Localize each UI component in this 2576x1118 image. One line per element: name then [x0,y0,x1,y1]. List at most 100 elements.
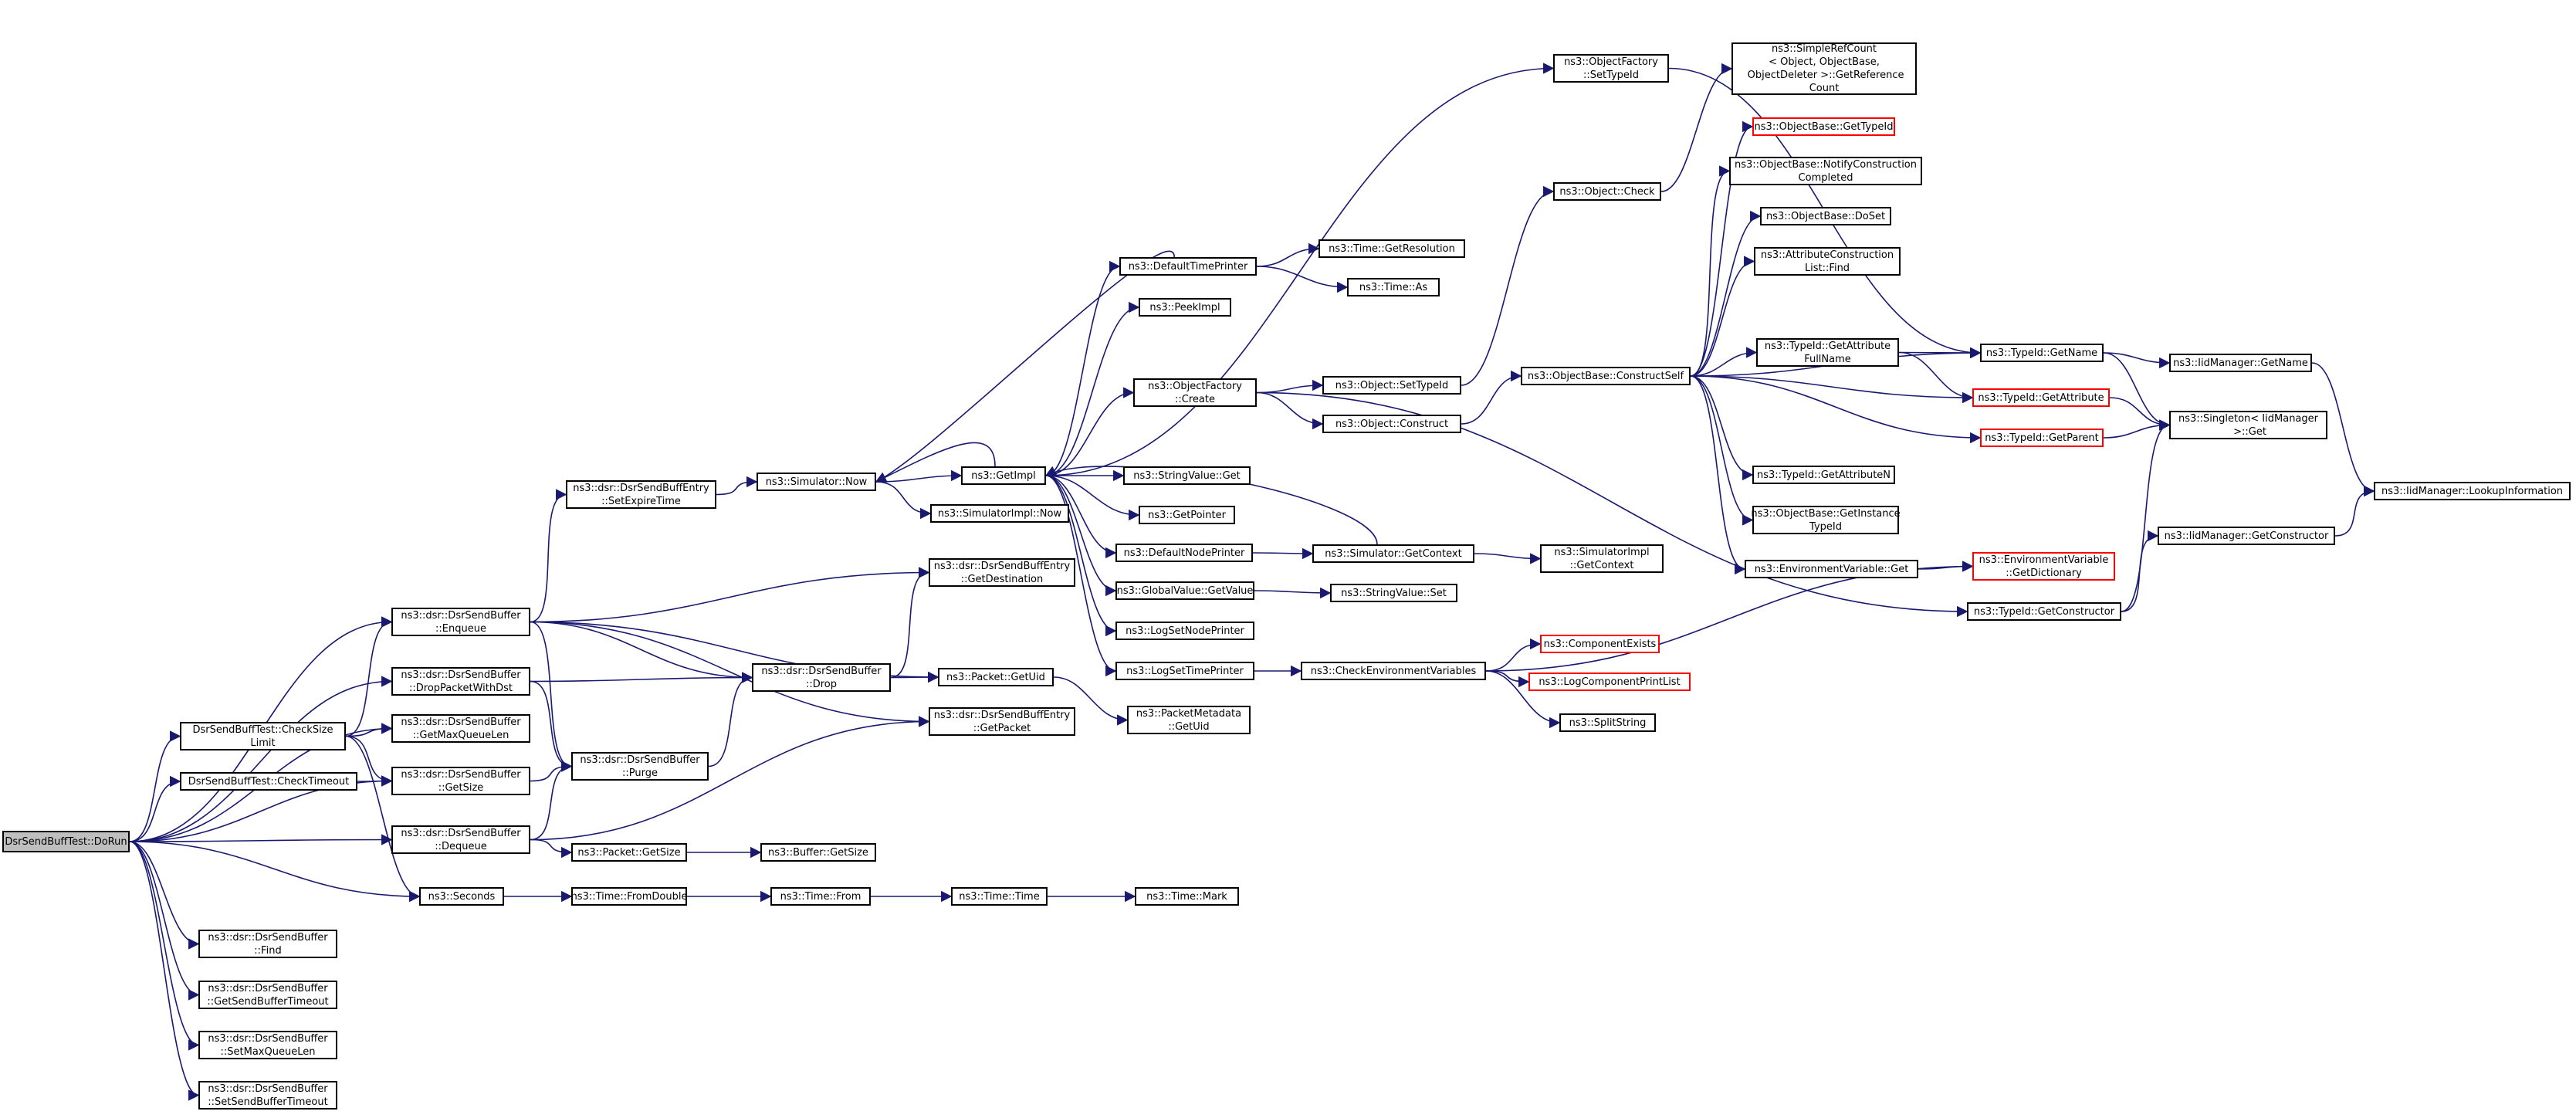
node-obj-fact-set-type-id[interactable]: ns3::ObjectFactory ::SetTypeId [1553,54,1669,83]
node-log-set-node[interactable]: ns3::LogSetNodePrinter [1115,622,1254,640]
node-label: ns3::GetPointer [1148,509,1226,521]
node-ob-do-set[interactable]: ns3::ObjectBase::DoSet [1760,207,1891,225]
node-label: ns3::TypeId::GetConstructor [1973,605,2115,618]
node-str-val-set[interactable]: ns3::StringValue::Set [1330,584,1457,602]
node-label: ns3::LogSetNodePrinter [1126,625,1244,637]
node-label: ns3::Simulator::Now [765,476,868,488]
node-time-as[interactable]: ns3::Time::As [1347,278,1440,296]
node-label: ns3::dsr::DsrSendBuffer ::Dequeue [401,827,521,852]
node-sim-now[interactable]: ns3::Simulator::Now [757,473,876,491]
node-tid-get-attr-full[interactable]: ns3::TypeId::GetAttribute FullName [1756,338,1899,367]
node-check-timeout[interactable]: DsrSendBuffTest::CheckTimeout [180,772,357,791]
node-obj-check[interactable]: ns3::Object::Check [1553,182,1661,201]
node-pkt-size[interactable]: ns3::Packet::GetSize [571,843,687,862]
node-env-var-get[interactable]: ns3::EnvironmentVariable::Get [1745,560,1918,578]
node-ob-get-type-id[interactable]: ns3::ObjectBase::GetTypeId [1752,117,1895,136]
node-label: ns3::dsr::DsrSendBuffEntry ::GetDestinat… [933,560,1071,585]
edge-iidGetConstructor-to-iidLookup [2334,485,2375,537]
node-seconds[interactable]: ns3::Seconds [419,887,504,906]
node-purge[interactable]: ns3::dsr::DsrSendBuffer ::Purge [571,752,709,781]
node-label: ns3::Time::GetResolution [1329,242,1455,255]
node-sim-get-context[interactable]: ns3::Simulator::GetContext [1312,544,1474,563]
node-set-max-q[interactable]: ns3::dsr::DsrSendBuffer ::SetMaxQueueLen [198,1031,337,1059]
node-obj-fact-create[interactable]: ns3::ObjectFactory ::Create [1133,378,1257,407]
node-label: ns3::ObjectBase::ConstructSelf [1527,370,1684,382]
node-label: ns3::ObjectFactory ::Create [1148,380,1242,405]
node-def-node-printer[interactable]: ns3::DefaultNodePrinter [1115,544,1253,562]
node-label: ns3::Time::Mark [1146,890,1227,903]
node-get-impl[interactable]: ns3::GetImpl [961,466,1046,485]
node-comp-exists[interactable]: ns3::ComponentExists [1540,635,1660,653]
edge-checkEnvVars-to-envVarGetDict [1485,561,1974,672]
node-get-packet[interactable]: ns3::dsr::DsrSendBuffEntry ::GetPacket [929,707,1075,736]
node-pkt-meta-uid[interactable]: ns3::PacketMetadata ::GetUid [1127,706,1251,734]
node-get-dest[interactable]: ns3::dsr::DsrSendBuffEntry ::GetDestinat… [929,558,1075,587]
edge-doRun-to-dropDst [129,676,393,842]
node-singleton-get[interactable]: ns3::Singleton< IidManager >::Get [2169,411,2327,439]
edge-drop-to-getUid [890,671,939,683]
node-tid-get-name[interactable]: ns3::TypeId::GetName [1980,344,2104,362]
node-enqueue[interactable]: ns3::dsr::DsrSendBuffer ::Enqueue [391,608,530,636]
node-max-q-len[interactable]: ns3::dsr::DsrSendBuffer ::GetMaxQueueLen [391,714,530,743]
node-tid-get-attr-n[interactable]: ns3::TypeId::GetAttributeN [1752,466,1895,484]
node-obj-set-type-id[interactable]: ns3::Object::SetTypeId [1322,376,1461,395]
node-iid-lookup[interactable]: ns3::IidManager::LookupInformation [2374,482,2571,500]
edge-checkEnvVars-to-splitString [1485,670,1561,729]
node-label: DsrSendBuffTest::CheckSize Limit [192,723,333,749]
edge-objFactCreate-to-tidGetConstructor [1256,391,1968,618]
edge-tidGetConstructor-to-singletonGet [2121,419,2171,612]
node-iid-get-name[interactable]: ns3::IidManager::GetName [2169,354,2312,372]
node-set-timeout[interactable]: ns3::dsr::DsrSendBuffer ::SetSendBufferT… [198,1081,337,1110]
node-sim-impl-now[interactable]: ns3::SimulatorImpl::Now [930,504,1069,523]
node-label: ns3::dsr::DsrSendBuffer ::Enqueue [401,609,521,635]
node-label: ns3::GetImpl [971,469,1036,482]
node-time-from[interactable]: ns3::Time::From [770,887,871,906]
node-label: ns3::Packet::GetUid [946,671,1045,683]
node-check-env-vars[interactable]: ns3::CheckEnvironmentVariables [1301,662,1486,680]
node-tid-get-constructor[interactable]: ns3::TypeId::GetConstructor [1967,602,2121,621]
node-split-string[interactable]: ns3::SplitString [1559,713,1656,732]
node-buf-get-size[interactable]: ns3::Buffer::GetSize [760,843,876,862]
edge-enqueue-to-drop [530,621,753,683]
node-get-uid[interactable]: ns3::Packet::GetUid [938,668,1054,686]
node-ob-notify[interactable]: ns3::ObjectBase::NotifyConstruction Comp… [1729,157,1922,185]
node-time-time[interactable]: ns3::Time::Time [951,887,1048,906]
node-time-res[interactable]: ns3::Time::GetResolution [1318,239,1465,258]
node-obj-construct[interactable]: ns3::Object::Construct [1322,415,1461,433]
node-log-comp-print[interactable]: ns3::LogComponentPrintList [1528,672,1691,691]
edge-constructSelf-to-obDoSet [1690,210,1762,377]
node-drop[interactable]: ns3::dsr::DsrSendBuffer ::Drop [752,663,891,692]
node-iid-get-constructor[interactable]: ns3::IidManager::GetConstructor [2158,527,2335,545]
node-time-mark[interactable]: ns3::Time::Mark [1135,887,1239,906]
node-label: ns3::dsr::DsrSendBuffer ::SetMaxQueueLen [208,1032,328,1058]
node-from-double[interactable]: ns3::Time::FromDouble [571,887,687,906]
node-sim-impl-get-context[interactable]: ns3::SimulatorImpl ::GetContext [1540,544,1664,573]
edge-doRun-to-setMaxQ [129,841,200,1051]
node-label: ns3::TypeId::GetAttributeN [1756,469,1891,481]
node-label: ns3::Time::Time [959,890,1040,903]
node-log-set-time[interactable]: ns3::LogSetTimePrinter [1115,662,1254,680]
node-check-size[interactable]: DsrSendBuffTest::CheckSize Limit [180,722,346,750]
node-attr-constr-find[interactable]: ns3::AttributeConstruction List::Find [1754,247,1901,276]
node-simple-ref-count[interactable]: ns3::SimpleRefCount < Object, ObjectBase… [1731,42,1917,95]
node-label: ns3::ObjectFactory ::SetTypeId [1564,56,1658,81]
node-dequeue[interactable]: ns3::dsr::DsrSendBuffer ::Dequeue [391,825,530,854]
node-peek-impl[interactable]: ns3::PeekImpl [1139,298,1231,317]
node-env-var-get-dict[interactable]: ns3::EnvironmentVariable ::GetDictionary [1972,552,2115,581]
node-drop-dst[interactable]: ns3::dsr::DsrSendBuffer ::DropPacketWith… [391,667,530,696]
node-get-timeout[interactable]: ns3::dsr::DsrSendBuffer ::GetSendBufferT… [198,981,337,1009]
node-tid-get-parent[interactable]: ns3::TypeId::GetParent [1980,429,2104,447]
node-tid-get-attr[interactable]: ns3::TypeId::GetAttribute [1972,388,2110,407]
node-get-pointer[interactable]: ns3::GetPointer [1139,506,1235,524]
node-global-val-get[interactable]: ns3::GlobalValue::GetValue [1115,581,1254,600]
node-ob-get-inst-tid[interactable]: ns3::ObjectBase::GetInstance TypeId [1751,506,1901,534]
node-label: ns3::dsr::DsrSendBuffer ::GetSendBufferT… [207,982,329,1008]
node-get-size-buf[interactable]: ns3::dsr::DsrSendBuffer ::GetSize [391,767,530,795]
edge-simGetContext-to-simImplGetContext [1474,553,1542,564]
node-construct-self[interactable]: ns3::ObjectBase::ConstructSelf [1521,367,1691,385]
node-def-time-printer[interactable]: ns3::DefaultTimePrinter [1119,257,1257,276]
edge-doRun-to-dequeue [129,834,393,845]
node-set-expire[interactable]: ns3::dsr::DsrSendBuffEntry ::SetExpireTi… [566,480,716,509]
node-find[interactable]: ns3::dsr::DsrSendBuffer ::Find [198,930,337,958]
node-str-val-get[interactable]: ns3::StringValue::Get [1123,466,1251,485]
